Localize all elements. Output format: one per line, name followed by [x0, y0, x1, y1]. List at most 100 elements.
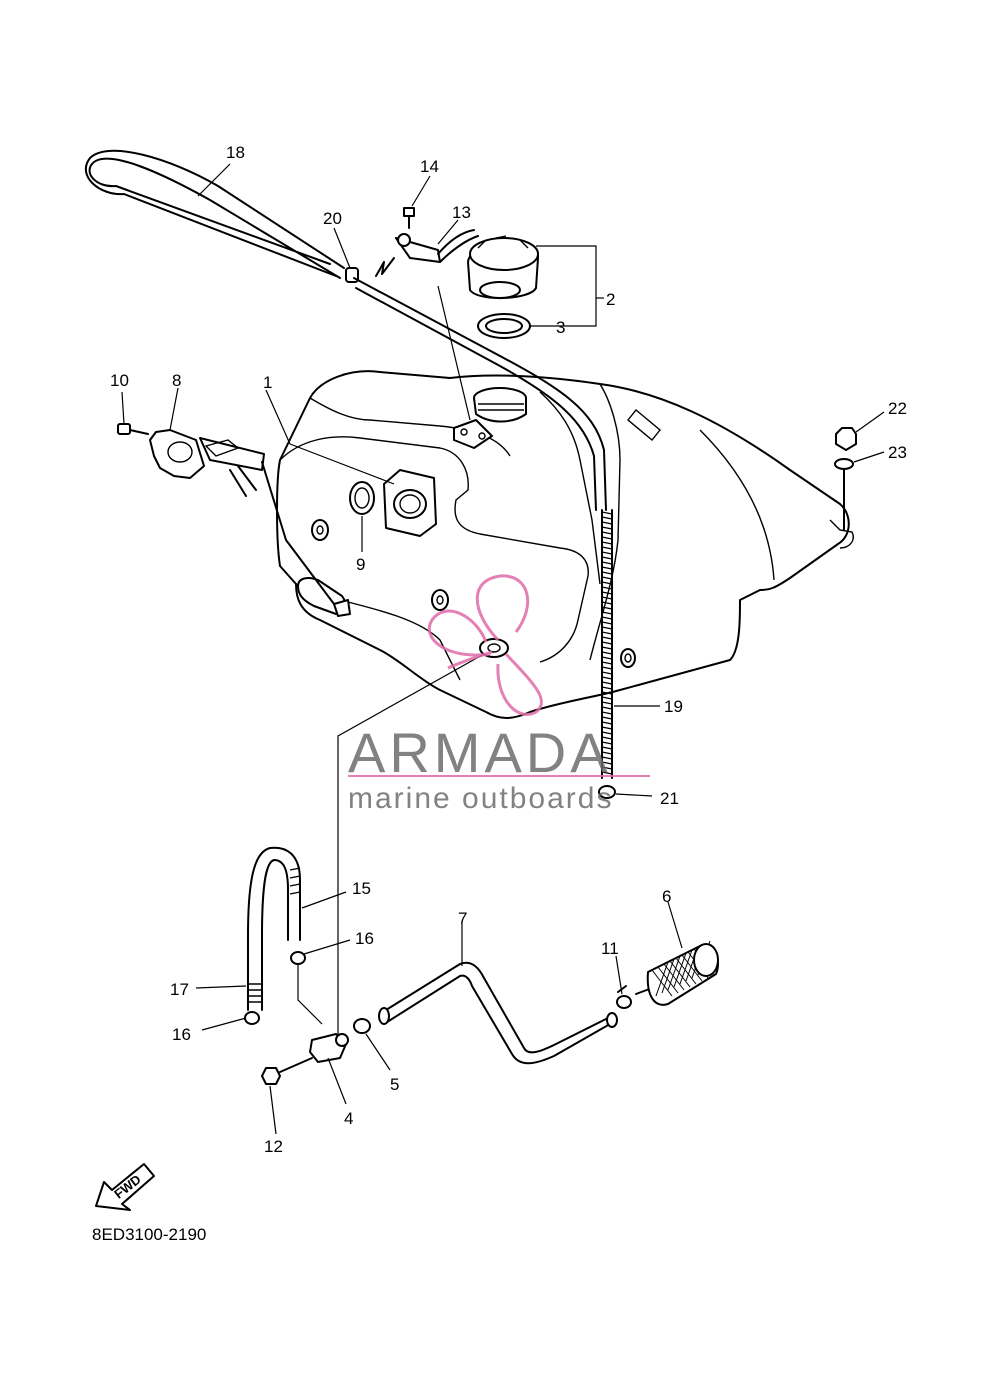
- hose-rib: [601, 556, 613, 560]
- hose-rib: [601, 666, 613, 670]
- hose-rib: [601, 606, 613, 610]
- mesh-line: [669, 960, 691, 988]
- callout-2: 2: [606, 290, 615, 309]
- hose-rib: [601, 766, 613, 770]
- hose-rib: [601, 566, 613, 570]
- hose-rib: [601, 731, 613, 735]
- mesh-line: [667, 955, 681, 991]
- hose-rib: [601, 626, 613, 630]
- hose-rib: [601, 521, 613, 525]
- vent-fitting: [375, 207, 479, 277]
- hose-rib: [601, 746, 613, 750]
- fuel-cap: [467, 235, 540, 300]
- callout-numbers: 1 2 3 4 5 6 7 8 9 10 11 12 13 14 15 16 1…: [110, 143, 907, 1156]
- hose-rib: [601, 696, 613, 700]
- hose-rib: [601, 641, 613, 645]
- hose-rib: [601, 516, 613, 520]
- hose-rib: [601, 601, 613, 605]
- callout-1: 1: [263, 373, 272, 392]
- hose-rib: [601, 656, 613, 660]
- hose-rib: [601, 711, 613, 715]
- hose-rib: [601, 591, 613, 595]
- hose-rib: [601, 676, 613, 680]
- mesh-line: [675, 957, 697, 985]
- mesh-line: [655, 961, 669, 997]
- fuel-sender: [117, 423, 351, 617]
- hose-rib: [601, 571, 613, 575]
- breather-hose: [84, 149, 359, 283]
- grommet: [349, 481, 375, 515]
- drawing-code: 8ED3100-2190: [92, 1225, 206, 1244]
- cap-gasket: [477, 313, 531, 339]
- hose-rib: [601, 761, 613, 765]
- callout-23: 23: [888, 443, 907, 462]
- callout-4: 4: [344, 1109, 353, 1128]
- mesh-line: [657, 966, 679, 994]
- propeller-logo-icon: [428, 574, 543, 716]
- hose-rib: [601, 651, 613, 655]
- callout-16-lower: 16: [172, 1025, 191, 1044]
- hose-rib: [601, 536, 613, 540]
- fuel-cock: [261, 1033, 349, 1085]
- fuel-filter: [635, 940, 719, 1006]
- mesh-line: [679, 949, 693, 985]
- hose-rib: [601, 551, 613, 555]
- leader-lines: [121, 163, 885, 1135]
- hose-rib: [601, 771, 613, 775]
- forward-arrow-icon: FWD: [95, 1163, 155, 1211]
- hose-rib: [601, 526, 613, 530]
- hose-rib: [601, 561, 613, 565]
- callout-16-upper: 16: [355, 929, 374, 948]
- watermark: ARMADA marine outboards: [348, 574, 650, 815]
- hose-rib: [601, 636, 613, 640]
- callout-5: 5: [390, 1075, 399, 1094]
- fuel-tank: [276, 370, 854, 719]
- callout-11: 11: [601, 939, 619, 958]
- mesh-line: [681, 954, 703, 982]
- hose-rib: [601, 701, 613, 705]
- hose-rib: [601, 681, 613, 685]
- callout-3: 3: [556, 318, 565, 337]
- hose-rib: [601, 756, 613, 760]
- vent-hose: [353, 277, 616, 799]
- hose-rib: [601, 661, 613, 665]
- nut-washer: [834, 427, 857, 531]
- callout-15: 15: [352, 879, 371, 898]
- callout-12: 12: [264, 1137, 283, 1156]
- hose-rib: [601, 741, 613, 745]
- callout-9: 9: [356, 555, 365, 574]
- fuel-hose: [378, 961, 618, 1065]
- watermark-tagline: marine outboards: [348, 782, 613, 815]
- hose-rib: [601, 671, 613, 675]
- hose-rib: [601, 616, 613, 620]
- hose-rib: [601, 706, 613, 710]
- hose-rib: [601, 576, 613, 580]
- hose-rib: [601, 751, 613, 755]
- clip: [616, 985, 632, 1009]
- hose-rib: [601, 726, 613, 730]
- clamp: [353, 1018, 371, 1034]
- watermark-brand: ARMADA: [348, 721, 612, 784]
- hose-rib: [601, 721, 613, 725]
- callout-13: 13: [452, 203, 471, 222]
- mesh-line: [661, 958, 675, 994]
- hose-rib: [601, 581, 613, 585]
- callout-19: 19: [664, 697, 683, 716]
- hose-rib: [601, 586, 613, 590]
- hose-rib: [601, 596, 613, 600]
- hose-rib: [601, 691, 613, 695]
- hose-rib: [601, 631, 613, 635]
- hose-rib: [601, 646, 613, 650]
- callout-18: 18: [226, 143, 245, 162]
- hose-rib: [601, 621, 613, 625]
- hose-rib: [601, 511, 613, 515]
- callout-10: 10: [110, 371, 129, 390]
- hoses: [244, 846, 323, 1025]
- callout-17: 17: [170, 980, 189, 999]
- hose-rib: [601, 611, 613, 615]
- hose-rib: [601, 716, 613, 720]
- callout-21: 21: [660, 789, 679, 808]
- callout-14: 14: [420, 157, 439, 176]
- hose-rib: [601, 531, 613, 535]
